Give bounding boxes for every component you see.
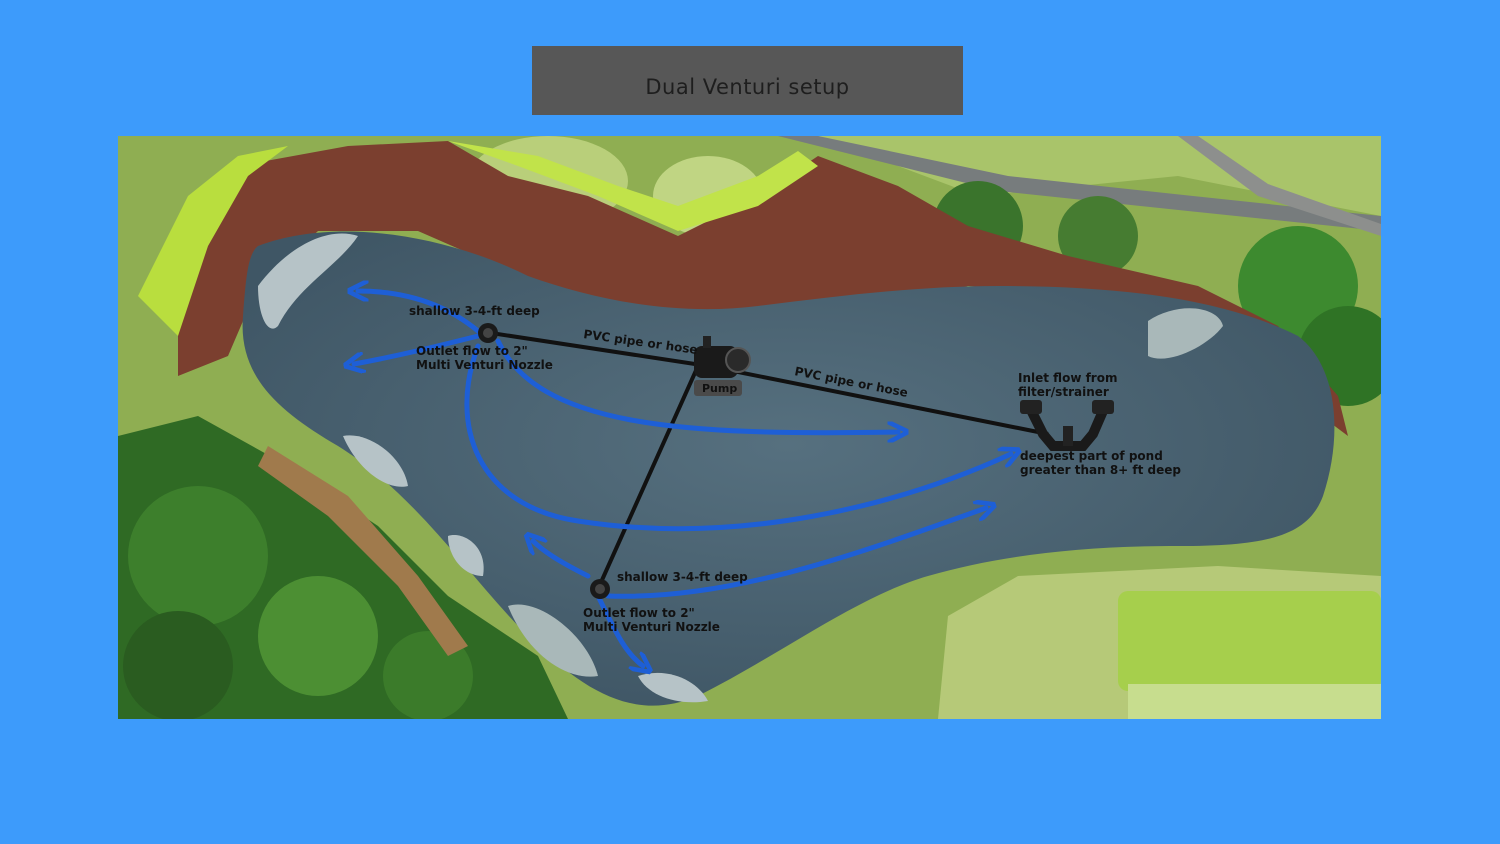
pvc-pipe-bottom [596,365,700,590]
label-shallow-bottom: shallow 3-4-ft deep [617,570,748,584]
tree-canopy [128,486,268,626]
venturi-nozzle-top [478,323,498,343]
cart-path-right [1178,136,1381,236]
pond-water [242,231,1335,706]
lily-pads [638,672,708,703]
cart-path [778,136,1381,231]
pond-aerial-photo: shallow 3-4-ft deep Outlet flow to 2" Mu… [118,136,1381,719]
title-box: Dual Venturi setup [532,46,963,115]
lily-pads [343,435,408,487]
pvc-pipe-left [490,331,709,368]
pvc-pipe-right [717,366,1049,436]
putting-green-bottom [1118,591,1381,691]
green-lawn-top [118,136,1381,216]
tree-canopy [123,611,233,719]
tree-canopy [1058,196,1138,276]
tree-canopy [258,576,378,696]
flow-arrow [495,338,898,433]
lily-pads [448,535,484,576]
lily-pads [508,604,598,677]
label-inlet-line1: Inlet flow from [1018,371,1117,385]
flow-arrow [354,333,481,364]
marsh-vegetation-lime-top [448,141,818,231]
label-outlet-top-line2: Multi Venturi Nozzle [416,358,553,372]
dirt-bank [258,446,468,656]
pump-icon [694,336,751,396]
lily-pads [258,233,358,329]
label-shallow-top: shallow 3-4-ft deep [409,304,540,318]
label-pump: Pump [702,382,737,395]
lily-pads [1148,308,1223,359]
flow-arrow [464,343,1011,532]
flow-arrow [533,541,591,579]
inlet-strainer-icon [1020,400,1114,451]
flow-arrow [595,593,643,666]
marsh-vegetation-lime [138,146,288,336]
label-deep-line2: greater than 8+ ft deep [1020,463,1181,477]
label-outlet-bottom-line2: Multi Venturi Nozzle [583,620,720,634]
fringe-bottom [1128,684,1381,719]
label-inlet-line2: filter/strainer [1018,385,1109,399]
label-outlet-bottom-line1: Outlet flow to 2" [583,606,695,620]
flow-arrow [605,508,986,599]
flow-arrow [358,291,481,334]
page-title: Dual Venturi setup [645,74,850,99]
venturi-nozzle-bottom [590,579,610,599]
marsh-vegetation [178,141,1348,436]
label-outlet-top-line1: Outlet flow to 2" [416,344,528,358]
label-deep-line1: deepest part of pond [1020,449,1163,463]
